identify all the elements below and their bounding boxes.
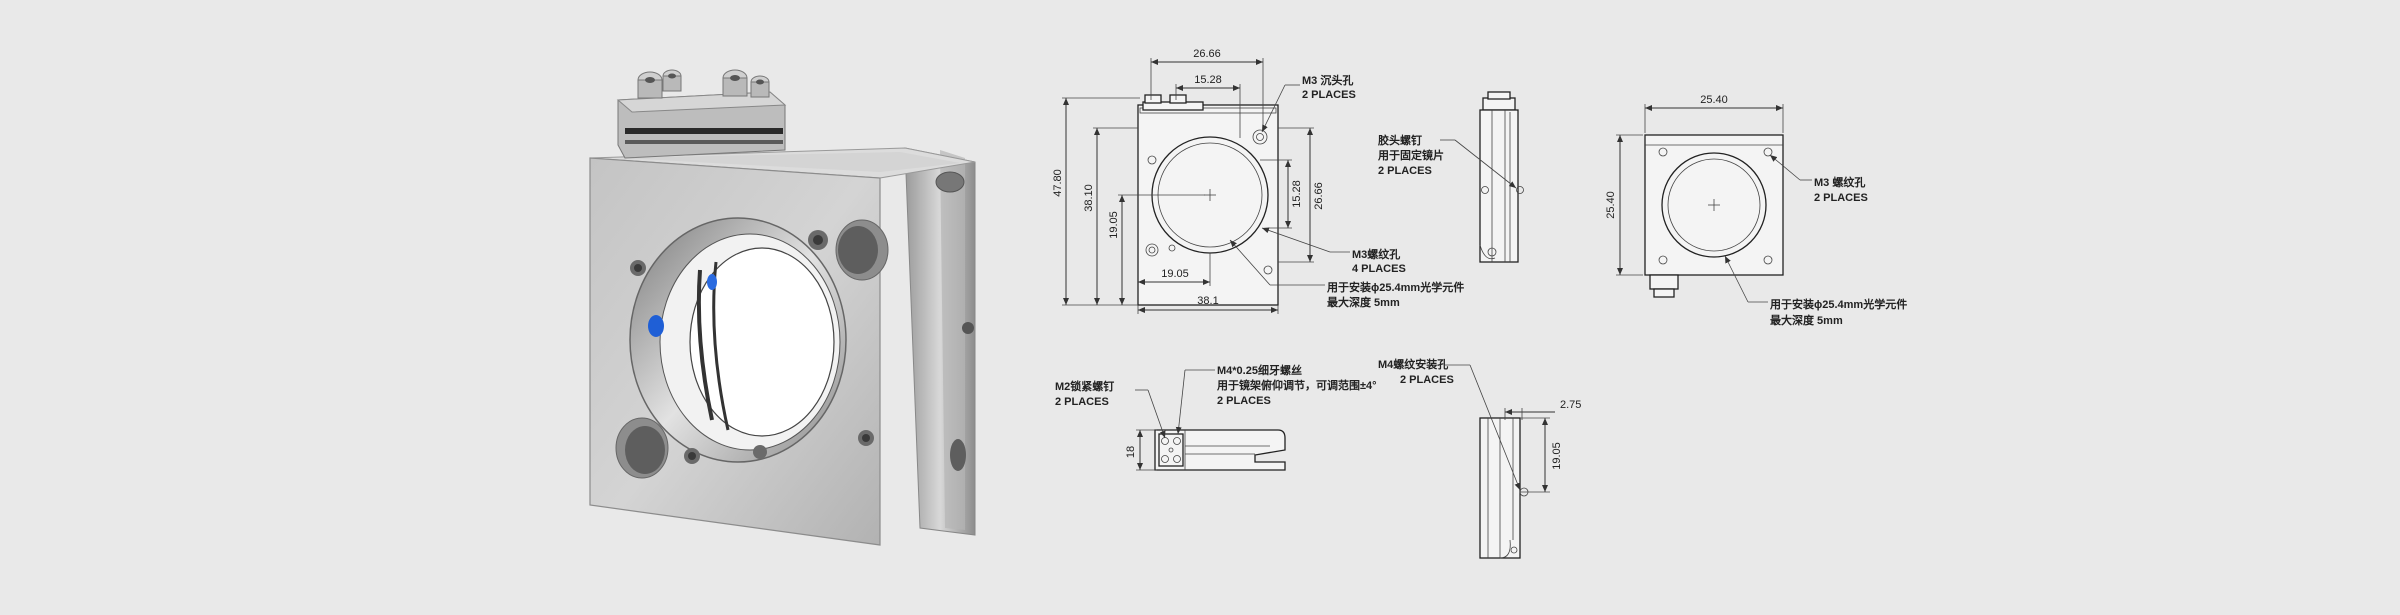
back-optic-note-1: 用于安装ϕ25.4mm光学元件: [1770, 297, 1907, 311]
front-body-width-dim: 38.1: [1197, 295, 1218, 307]
back-height-dim: 25.40: [1605, 191, 1617, 219]
front-optic-note-1: 用于安装ϕ25.4mm光学元件: [1327, 280, 1464, 294]
counterbore-qty: 2 PLACES: [1302, 89, 1356, 101]
front-view-drawing: 26.66 15.28 M3 沉头孔 2 PLACES 47.80 38.10 …: [1052, 48, 1464, 314]
side-screw-qty: 2 PLACES: [1378, 165, 1432, 177]
mount-detail-drawing: 2.75 19.05 M4螺纹安装孔 2 PLACES: [1378, 357, 1581, 559]
back-optic-note-2: 最大深度 5mm: [1770, 313, 1843, 327]
front-width-overall-dim: 26.66: [1193, 48, 1221, 60]
fine-screw-qty: 2 PLACES: [1217, 395, 1271, 407]
back-width-dim: 25.40: [1700, 94, 1728, 106]
front-height-body-dim: 38.10: [1083, 184, 1095, 212]
fine-screw-label: M4*0.25细牙螺丝: [1217, 363, 1302, 377]
lock-screw-qty: 2 PLACES: [1055, 396, 1109, 408]
top-height-dim: 18: [1125, 446, 1137, 458]
top-detail-drawing: 18 M2锁紧螺钉 2 PLACES M4*0.25细牙螺丝 用于镜架俯仰调节，…: [1055, 363, 1377, 471]
fine-screw-use: 用于镜架俯仰调节，可调范围±4°: [1217, 378, 1377, 392]
lock-screw-label: M2锁紧螺钉: [1055, 379, 1114, 393]
back-view-drawing: 25.40 25.40 M3 螺纹孔 2 PLACES 用于安装ϕ25.4mm光…: [1605, 94, 1907, 327]
front-side-spacing-dim: 15.28: [1291, 180, 1303, 208]
front-hole-spacing-dim: 15.28: [1194, 74, 1222, 86]
front-thread-qty: 4 PLACES: [1352, 263, 1406, 275]
mount-hole-label: M4螺纹安装孔: [1378, 357, 1448, 371]
side-view-drawing: 胶头螺钉 用于固定镜片 2 PLACES: [1378, 91, 1524, 263]
front-height-overall-dim: 47.80: [1052, 169, 1064, 197]
side-screw-label: 胶头螺钉: [1378, 133, 1422, 147]
front-height-center-dim: 19.05: [1108, 211, 1120, 239]
back-thread-qty: 2 PLACES: [1814, 192, 1868, 204]
front-center-x-dim: 19.05: [1161, 268, 1189, 280]
back-thread-label: M3 螺纹孔: [1814, 175, 1865, 189]
side-screw-use: 用于固定镜片: [1378, 148, 1444, 162]
front-side-width-dim: 26.66: [1313, 182, 1325, 210]
mount-offset-dim: 2.75: [1560, 399, 1581, 411]
product-render: [589, 69, 976, 546]
front-optic-note-2: 最大深度 5mm: [1327, 295, 1400, 309]
counterbore-label: M3 沉头孔: [1302, 73, 1353, 87]
front-thread-label: M3螺纹孔: [1352, 247, 1400, 261]
mount-height-dim: 19.05: [1551, 442, 1563, 470]
mount-hole-qty: 2 PLACES: [1400, 374, 1454, 386]
